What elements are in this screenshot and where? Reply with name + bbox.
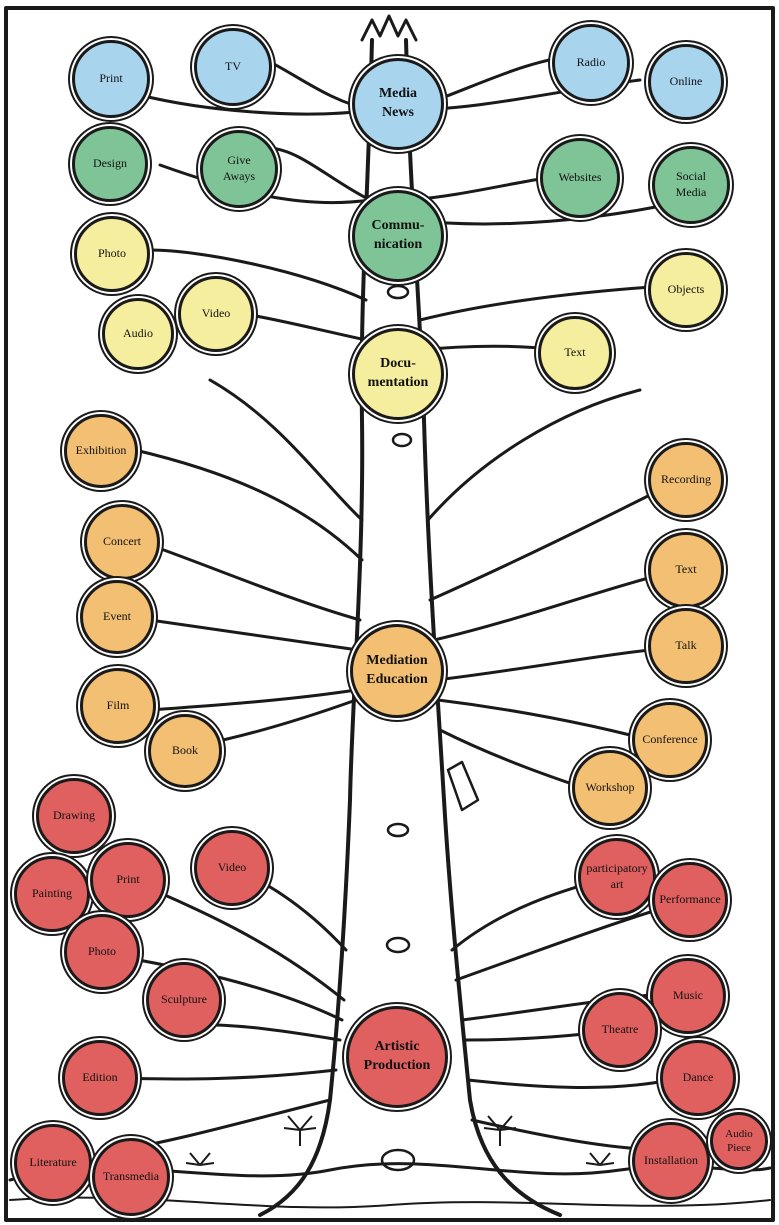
node-recording: Recording — [648, 442, 724, 518]
flowers — [185, 1115, 615, 1166]
node-social-media: Social Media — [652, 146, 730, 224]
node-tv: TV — [194, 28, 272, 106]
hub-mediation-education: Mediation Education — [350, 624, 444, 718]
node-exhibition: Exhibition — [64, 414, 138, 488]
node-sculpture: Sculpture — [146, 962, 222, 1038]
node-concert: Concert — [84, 504, 160, 580]
crown-top — [360, 14, 418, 42]
node-drawing: Drawing — [36, 778, 112, 854]
node-photo-doc: Photo — [74, 216, 150, 292]
node-edition: Edition — [62, 1040, 138, 1116]
node-dance: Dance — [660, 1040, 736, 1116]
node-film: Film — [80, 668, 156, 744]
hub-documentation: Docu- mentation — [352, 328, 444, 420]
node-objects: Objects — [648, 252, 724, 328]
node-design: Design — [72, 126, 148, 202]
node-event: Event — [80, 580, 154, 654]
node-radio: Radio — [552, 24, 630, 102]
node-text-doc: Text — [538, 316, 612, 390]
node-video-doc: Video — [178, 276, 254, 352]
node-performance: Performance — [652, 862, 728, 938]
node-talk: Talk — [648, 608, 724, 684]
node-music: Music — [650, 958, 726, 1034]
node-audio-piece: Audio Piece — [710, 1112, 768, 1170]
node-print-art: Print — [90, 842, 166, 918]
node-video-art: Video — [194, 830, 270, 906]
node-websites: Websites — [540, 138, 620, 218]
hub-communication: Commu- nication — [352, 190, 444, 282]
frame-border — [4, 6, 775, 1222]
trunk-right-edge — [404, 38, 562, 1217]
node-literature: Literature — [14, 1124, 92, 1202]
node-book: Book — [148, 714, 222, 788]
node-photo-art: Photo — [64, 914, 140, 990]
node-theatre: Theatre — [582, 992, 658, 1068]
node-conference: Conference — [632, 702, 708, 778]
trunk-left-edge — [258, 38, 374, 1217]
node-give-aways: Give Aways — [200, 130, 278, 208]
node-transmedia: Transmedia — [92, 1138, 170, 1216]
node-participatory-art: participatory art — [578, 838, 656, 916]
node-installation: Installation — [632, 1122, 710, 1200]
hub-media-news: Media News — [352, 58, 444, 150]
node-print-media: Print — [72, 40, 150, 118]
node-painting: Painting — [14, 856, 90, 932]
node-text-mediation: Text — [648, 532, 724, 608]
node-workshop: Workshop — [572, 750, 648, 826]
node-online: Online — [648, 44, 724, 120]
hub-artistic-production: Artistic Production — [346, 1006, 448, 1108]
node-audio-doc: Audio — [102, 298, 174, 370]
